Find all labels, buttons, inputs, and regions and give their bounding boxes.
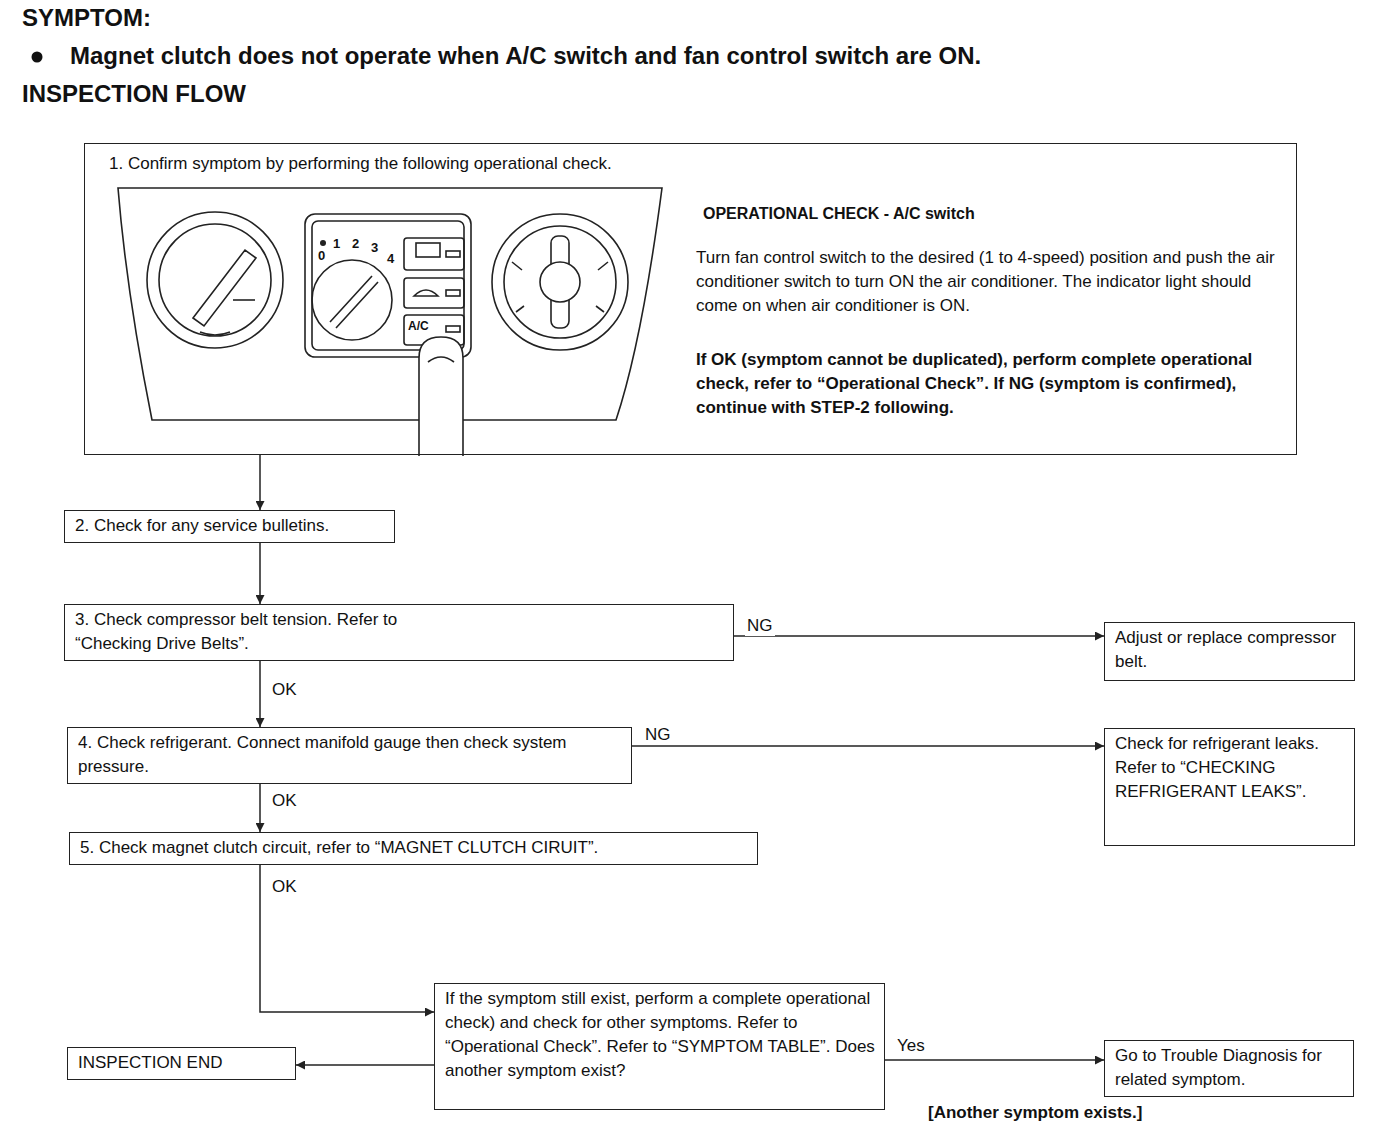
box-text: 1. Confirm symptom by performing the fol… xyxy=(109,152,1259,176)
mode-knob xyxy=(492,214,628,350)
box-text: Go to Trouble Diagnosis for related symp… xyxy=(1115,1044,1345,1092)
step-panel: 1. Confirm symptom by performing the fol… xyxy=(84,143,1297,455)
process-box: 3. Check compressor belt tension. Refer … xyxy=(64,604,734,661)
flow-arrow xyxy=(259,661,261,727)
button-label: A/C xyxy=(408,319,429,333)
process-box: Go to Trouble Diagnosis for related symp… xyxy=(1104,1040,1354,1097)
fan-knob xyxy=(312,260,392,340)
control-panel xyxy=(305,214,471,357)
process-box: If the symptom still exist, perform a co… xyxy=(434,983,885,1110)
edge-label: Yes xyxy=(895,1036,927,1056)
box-text: INSPECTION END xyxy=(78,1051,287,1075)
flow-arrow xyxy=(259,784,261,832)
flow-arrow xyxy=(734,635,1104,637)
box-text: If the symptom still exist, perform a co… xyxy=(445,987,876,1083)
flow-arrow xyxy=(259,455,261,510)
fan-speed-number: 2 xyxy=(352,236,359,251)
process-box: INSPECTION END xyxy=(67,1047,296,1080)
note: [Another symptom exists.] xyxy=(928,1103,1142,1123)
process-box: 4. Check refrigerant. Connect manifold g… xyxy=(67,727,632,784)
box-text: 4. Check refrigerant. Connect manifold g… xyxy=(78,731,623,779)
box-text: Adjust or replace compressor belt. xyxy=(1115,626,1346,674)
process-box: 5. Check magnet clutch circuit, refer to… xyxy=(69,832,758,865)
fan-speed-number: 3 xyxy=(371,240,378,255)
process-box: Adjust or replace compressor belt. xyxy=(1104,622,1355,681)
box-text: If OK (symptom cannot be duplicated), pe… xyxy=(696,348,1288,420)
box-text: Turn fan control switch to the desired (… xyxy=(696,246,1288,318)
dashboard-outline xyxy=(118,188,662,420)
flow-arrow xyxy=(260,865,434,1012)
edge-label: NG xyxy=(643,725,673,745)
defrost-button xyxy=(404,238,464,270)
edge-label: OK xyxy=(270,680,299,700)
finger xyxy=(419,337,463,456)
edge-label: NG xyxy=(745,616,775,636)
recirc-button xyxy=(404,278,464,308)
bullet xyxy=(32,52,43,63)
box-text: 3. Check compressor belt tension. Refer … xyxy=(75,608,405,656)
box-text: 5. Check magnet clutch circuit, refer to… xyxy=(80,836,749,860)
symptom-heading: SYMPTOM: xyxy=(22,4,151,32)
process-box: 2. Check for any service bulletins. xyxy=(64,510,395,543)
edge-label: OK xyxy=(270,791,299,811)
box-text: 2. Check for any service bulletins. xyxy=(75,514,386,538)
box-text: OPERATIONAL CHECK - A/C switch xyxy=(703,202,1283,226)
flow-arrow xyxy=(885,1059,1104,1061)
flow-arrow xyxy=(259,543,261,604)
edge-label: OK xyxy=(270,877,299,897)
section-heading: INSPECTION FLOW xyxy=(22,80,246,108)
flow-arrow xyxy=(296,1064,434,1066)
symptom-text: Magnet clutch does not operate when A/C … xyxy=(70,42,981,70)
fan-speed-number: 1 xyxy=(333,236,340,251)
flow-arrow xyxy=(632,745,1104,747)
fan-speed-number: 0 xyxy=(318,248,325,263)
fan-speed-number: 4 xyxy=(387,251,394,266)
temp-knob xyxy=(147,212,283,348)
box-text: Check for refrigerant leaks. Refer to “C… xyxy=(1115,732,1346,804)
process-box: Check for refrigerant leaks. Refer to “C… xyxy=(1104,728,1355,846)
